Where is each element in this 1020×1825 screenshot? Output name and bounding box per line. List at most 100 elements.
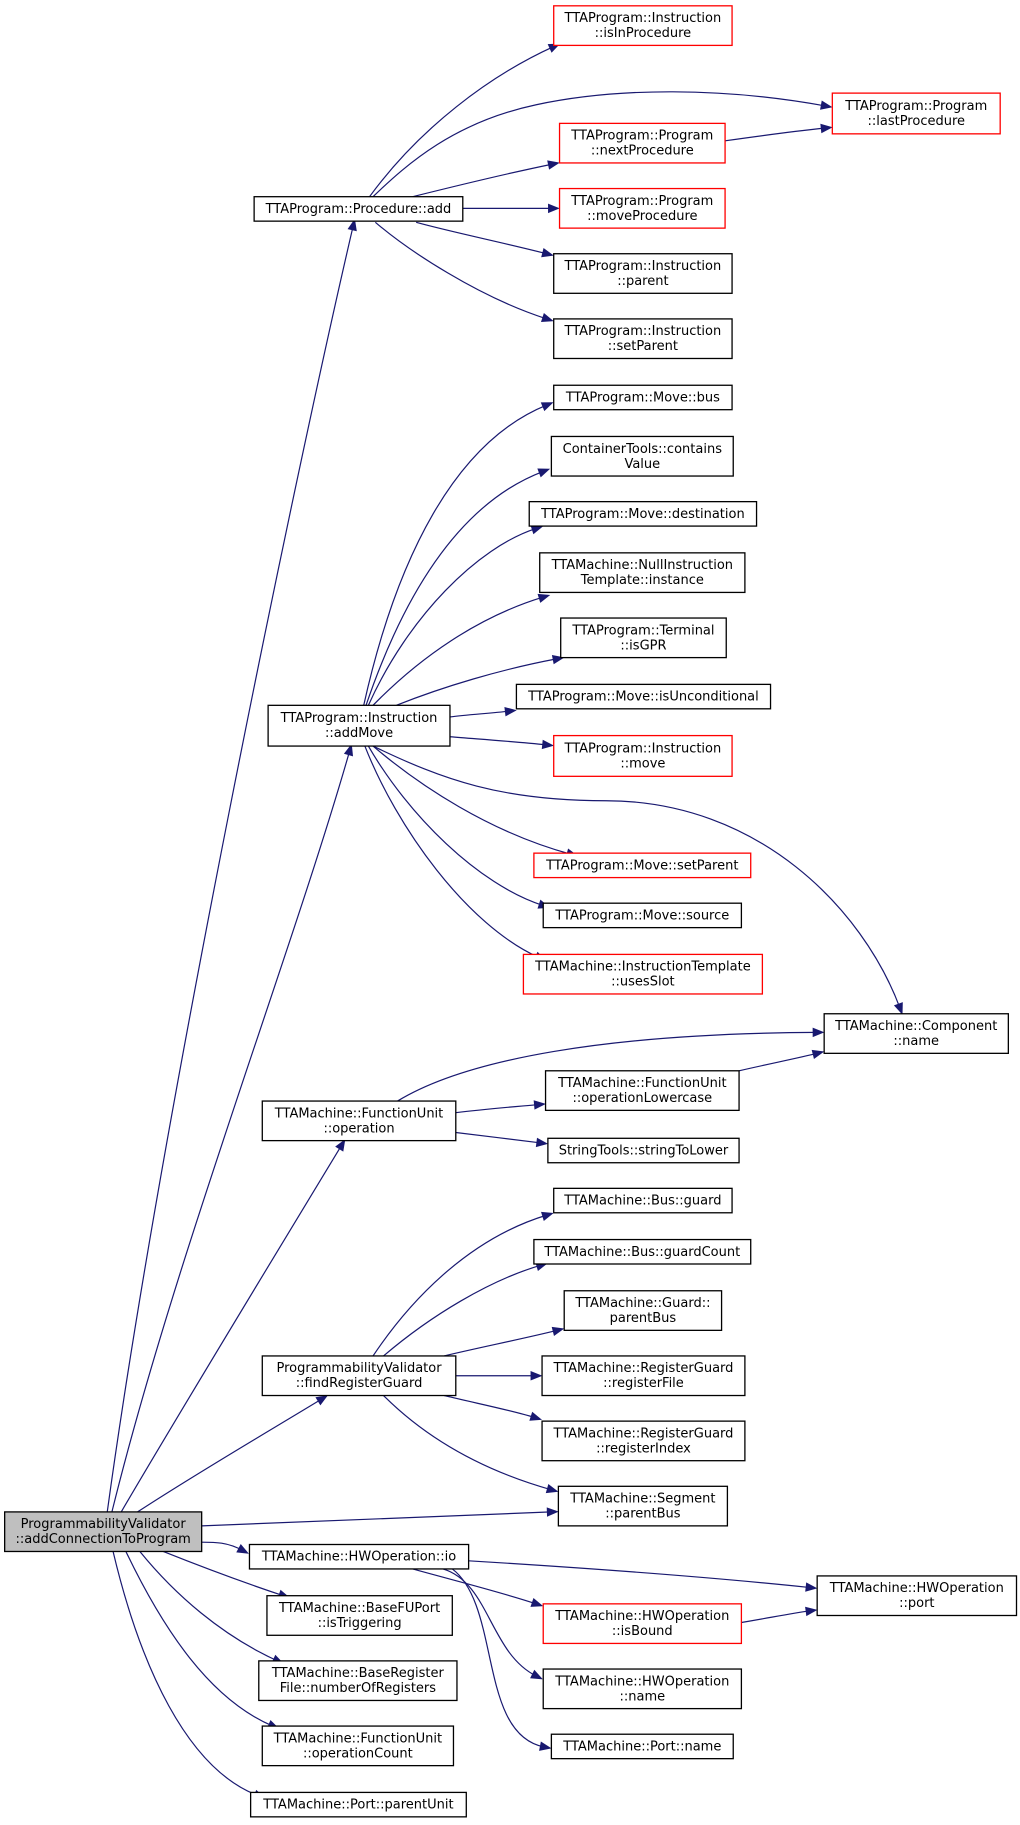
edge-line	[372, 91, 826, 198]
edge-line	[372, 596, 544, 706]
edge-line	[372, 1214, 547, 1357]
node-regGuard-registerIndex[interactable]: TTAMachine::RegisterGuard::registerIndex	[541, 1420, 746, 1462]
node-box	[544, 1070, 740, 1112]
node-bus-guard[interactable]: TTAMachine::Bus::guard	[553, 1187, 733, 1214]
node-box	[258, 1660, 458, 1702]
arrowhead	[236, 1544, 249, 1554]
node-box	[816, 1575, 1018, 1617]
node-port-parentUnit[interactable]: TTAMachine::Port::parentUnit	[249, 1791, 467, 1818]
node-proc-add[interactable]: TTAProgram::Procedure::add	[253, 196, 464, 222]
arrowhead	[820, 100, 833, 110]
node-instr-setParent[interactable]: TTAProgram::Instruction::setParent	[553, 318, 733, 360]
edge-findRegisterGuard-to-regGuard-registerFile	[455, 1370, 543, 1381]
node-label: Template::instance	[580, 573, 704, 588]
edge-addMove-to-move-setParent	[372, 745, 579, 858]
edge-line	[120, 1144, 343, 1513]
node-label: ::addMove	[325, 726, 393, 741]
node-move-isUnconditional[interactable]: TTAProgram::Move::isUnconditional	[515, 683, 772, 710]
edge-line	[412, 163, 553, 198]
edge-line	[372, 745, 901, 1009]
node-nullInstrTemplate[interactable]: TTAMachine::NullInstructionTemplate::ins…	[539, 552, 746, 594]
node-label: TTAMachine::BaseRegister	[271, 1666, 445, 1681]
edge-line	[137, 1398, 323, 1513]
node-hwop-isBound[interactable]: TTAMachine::HWOperation::isBound	[542, 1603, 743, 1645]
node-baseFUPort-isTriggering[interactable]: TTAMachine::BaseFUPort::isTriggering	[266, 1595, 453, 1636]
edge-addMove-to-containsValue	[365, 468, 551, 706]
node-box	[248, 1543, 470, 1570]
arrowhead	[530, 1370, 543, 1381]
node-addMove[interactable]: TTAProgram::Instruction::addMove	[267, 704, 451, 747]
edge-addMove-to-move-destination	[367, 525, 544, 706]
edge-proc-add-to-instr-setParent	[374, 221, 554, 323]
node-usesSlot[interactable]: TTAMachine::InstructionTemplate::usesSlo…	[522, 953, 764, 995]
node-moveProcedure[interactable]: TTAProgram::Program::moveProcedure	[558, 187, 726, 229]
node-box	[4, 1511, 203, 1553]
edge-hwop-io-to-hwop-name	[442, 1568, 543, 1680]
node-move-source[interactable]: TTAProgram::Move::source	[542, 902, 743, 929]
node-label: ::move	[620, 756, 665, 771]
edge-addMove-to-move-bus	[363, 402, 554, 706]
node-terminal-isGPR[interactable]: TTAProgram::Terminal::isGPR	[560, 617, 727, 659]
node-box	[553, 384, 733, 411]
node-fu-opLowercase[interactable]: TTAMachine::FunctionUnit::operationLower…	[544, 1070, 740, 1112]
node-label: ::isBound	[612, 1624, 673, 1639]
node-hwop-io[interactable]: TTAMachine::HWOperation::io	[248, 1543, 470, 1570]
edge-line	[125, 1551, 274, 1727]
node-label: ::setParent	[608, 339, 678, 354]
node-findRegisterGuard[interactable]: ProgrammabilityValidator::findRegisterGu…	[261, 1355, 457, 1397]
node-move-destination[interactable]: TTAProgram::Move::destination	[528, 500, 758, 527]
edge-line	[112, 1551, 259, 1797]
arrowhead	[545, 1484, 559, 1494]
node-box	[533, 852, 752, 879]
node-component-name[interactable]: TTAMachine::Component::name	[823, 1013, 1009, 1054]
node-move-bus[interactable]: TTAProgram::Move::bus	[553, 384, 733, 411]
node-segment-parentBus[interactable]: TTAMachine::Segment::parentBus	[557, 1485, 729, 1527]
arrowhead	[530, 1597, 544, 1607]
node-move-setParent[interactable]: TTAProgram::Move::setParent	[533, 852, 752, 879]
node-bus-guardCount[interactable]: TTAMachine::Bus::guardCount	[533, 1238, 752, 1265]
node-box	[542, 1603, 743, 1645]
node-instr-parent[interactable]: TTAProgram::Instruction::parent	[553, 253, 733, 294]
edge-hwop-io-to-hwop-isBound	[412, 1568, 544, 1607]
node-root[interactable]: ProgrammabilityValidator::addConnectionT…	[4, 1511, 203, 1553]
arrowhead	[529, 1411, 543, 1421]
node-box	[831, 92, 1001, 135]
node-box	[249, 1791, 467, 1818]
node-box	[558, 187, 726, 229]
node-instr-move[interactable]: TTAProgram::Instruction::move	[553, 734, 733, 777]
node-lastProcedure[interactable]: TTAProgram::Program::lastProcedure	[831, 92, 1001, 135]
node-label: TTAMachine::NullInstruction	[551, 558, 733, 573]
node-port-name[interactable]: TTAMachine::Port::name	[550, 1733, 734, 1760]
node-guard-parentBus[interactable]: TTAMachine::Guard::parentBus	[563, 1290, 723, 1331]
arrowhead	[315, 1395, 329, 1406]
edge-line	[201, 1511, 552, 1527]
node-label: ::operationLowercase	[572, 1091, 712, 1106]
node-hwop-name[interactable]: TTAMachine::HWOperation::name	[542, 1668, 743, 1710]
node-label: TTAMachine::InstructionTemplate	[534, 960, 751, 975]
node-fu-operation[interactable]: TTAMachine::FunctionUnit::operation	[261, 1100, 457, 1142]
node-nextProcedure[interactable]: TTAProgram::Program::nextProcedure	[558, 122, 726, 164]
edge-line	[397, 1031, 818, 1102]
node-hwop-port[interactable]: TTAMachine::HWOperation::port	[816, 1575, 1018, 1617]
node-label: File::numberOfRegisters	[280, 1681, 437, 1696]
node-box	[539, 552, 746, 594]
arrowhead	[893, 1002, 903, 1015]
node-stringToLower[interactable]: StringTools::stringToLower	[547, 1137, 740, 1164]
edge-line	[369, 46, 554, 198]
edge-root-to-fu-operation	[120, 1138, 346, 1513]
node-regGuard-registerFile[interactable]: TTAMachine::RegisterGuard::registerFile	[541, 1355, 746, 1397]
edge-line	[365, 470, 544, 706]
node-baseRF-numberOfRegisters[interactable]: TTAMachine::BaseRegisterFile::numberOfRe…	[258, 1660, 458, 1702]
node-box	[563, 1290, 723, 1331]
arrowhead	[541, 739, 555, 750]
edge-line	[442, 1568, 537, 1677]
node-label: ::name	[893, 1034, 939, 1049]
node-label: TTAProgram::Move::isUnconditional	[527, 690, 759, 705]
node-fu-operationCount[interactable]: TTAMachine::FunctionUnit::operationCount	[261, 1725, 455, 1767]
node-label: ::operation	[323, 1121, 394, 1136]
node-isInProcedure[interactable]: TTAProgram::Instruction::isInProcedure	[553, 5, 733, 47]
node-box	[553, 1187, 733, 1214]
edge-line	[162, 1550, 284, 1597]
node-label: TTAMachine::FunctionUnit	[557, 1076, 726, 1091]
